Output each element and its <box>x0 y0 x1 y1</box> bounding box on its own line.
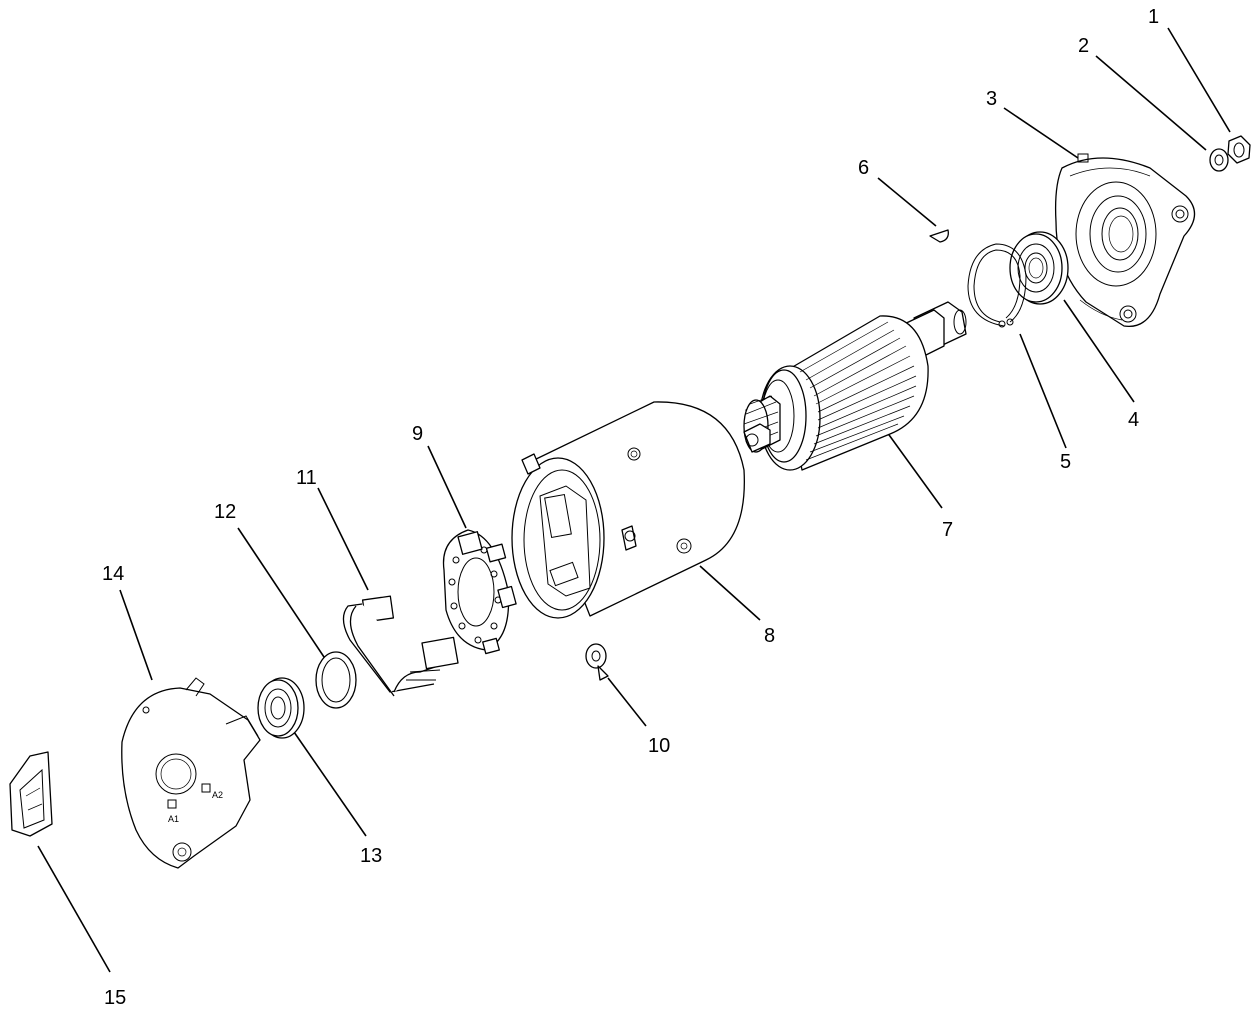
leader-6 <box>877 177 937 227</box>
terminal-clip-part-10 <box>585 643 609 681</box>
leader-9 <box>427 445 467 529</box>
leader-4 <box>1063 299 1135 403</box>
callout-15: 15 <box>104 987 126 1009</box>
leader-11 <box>317 487 369 591</box>
armature-part-7 <box>743 301 967 471</box>
leader-12 <box>237 527 327 661</box>
callout-7: 7 <box>942 519 953 541</box>
leader-7 <box>883 427 943 509</box>
callout-6: 6 <box>858 157 869 179</box>
callout-12: 12 <box>214 501 236 523</box>
end-cap-part-15 <box>9 751 53 837</box>
callout-13: 13 <box>360 845 382 867</box>
callout-11: 11 <box>296 467 317 489</box>
callout-labels: 1 2 3 4 5 6 7 8 9 10 11 12 13 14 15 <box>102 6 1159 1009</box>
terminal-mark-a1: A1 <box>168 814 179 824</box>
leader-1 <box>1167 27 1231 133</box>
terminal-mark-a2: A2 <box>212 790 223 800</box>
leader-14 <box>119 589 153 681</box>
leader-10 <box>607 677 647 727</box>
gasket-ring-part-12 <box>315 651 357 709</box>
leader-15 <box>37 845 111 973</box>
callout-9: 9 <box>412 423 423 445</box>
woodruff-key-part-6 <box>929 229 949 243</box>
leader-3 <box>1003 107 1079 159</box>
ball-bearing-part-13 <box>257 677 305 739</box>
retaining-ring-part-5 <box>967 243 1027 328</box>
brush-lead-assembly-part-11 <box>342 595 459 697</box>
field-frame-housing-part-8 <box>511 401 745 619</box>
drive-end-flange-part-3 <box>1054 153 1196 328</box>
commutator-end-head-part-14: A2 A1 <box>121 677 261 869</box>
callout-10: 10 <box>648 735 670 757</box>
callout-14: 14 <box>102 563 124 585</box>
leader-5 <box>1019 333 1067 449</box>
brush-holder-plate-part-9 <box>442 529 517 655</box>
callout-2: 2 <box>1078 35 1089 57</box>
lock-washer-part-2 <box>1209 148 1229 172</box>
callout-4: 4 <box>1128 409 1139 431</box>
leader-8 <box>699 565 761 621</box>
callout-8: 8 <box>764 625 775 647</box>
leader-13 <box>293 731 367 837</box>
leader-2 <box>1095 55 1207 151</box>
callout-5: 5 <box>1060 451 1071 473</box>
leader-lines <box>37 27 1231 973</box>
armature-lamination-grooves <box>799 321 917 461</box>
callout-1: 1 <box>1148 6 1159 28</box>
hex-nut-part-1 <box>1227 135 1251 164</box>
callout-3: 3 <box>986 88 997 110</box>
